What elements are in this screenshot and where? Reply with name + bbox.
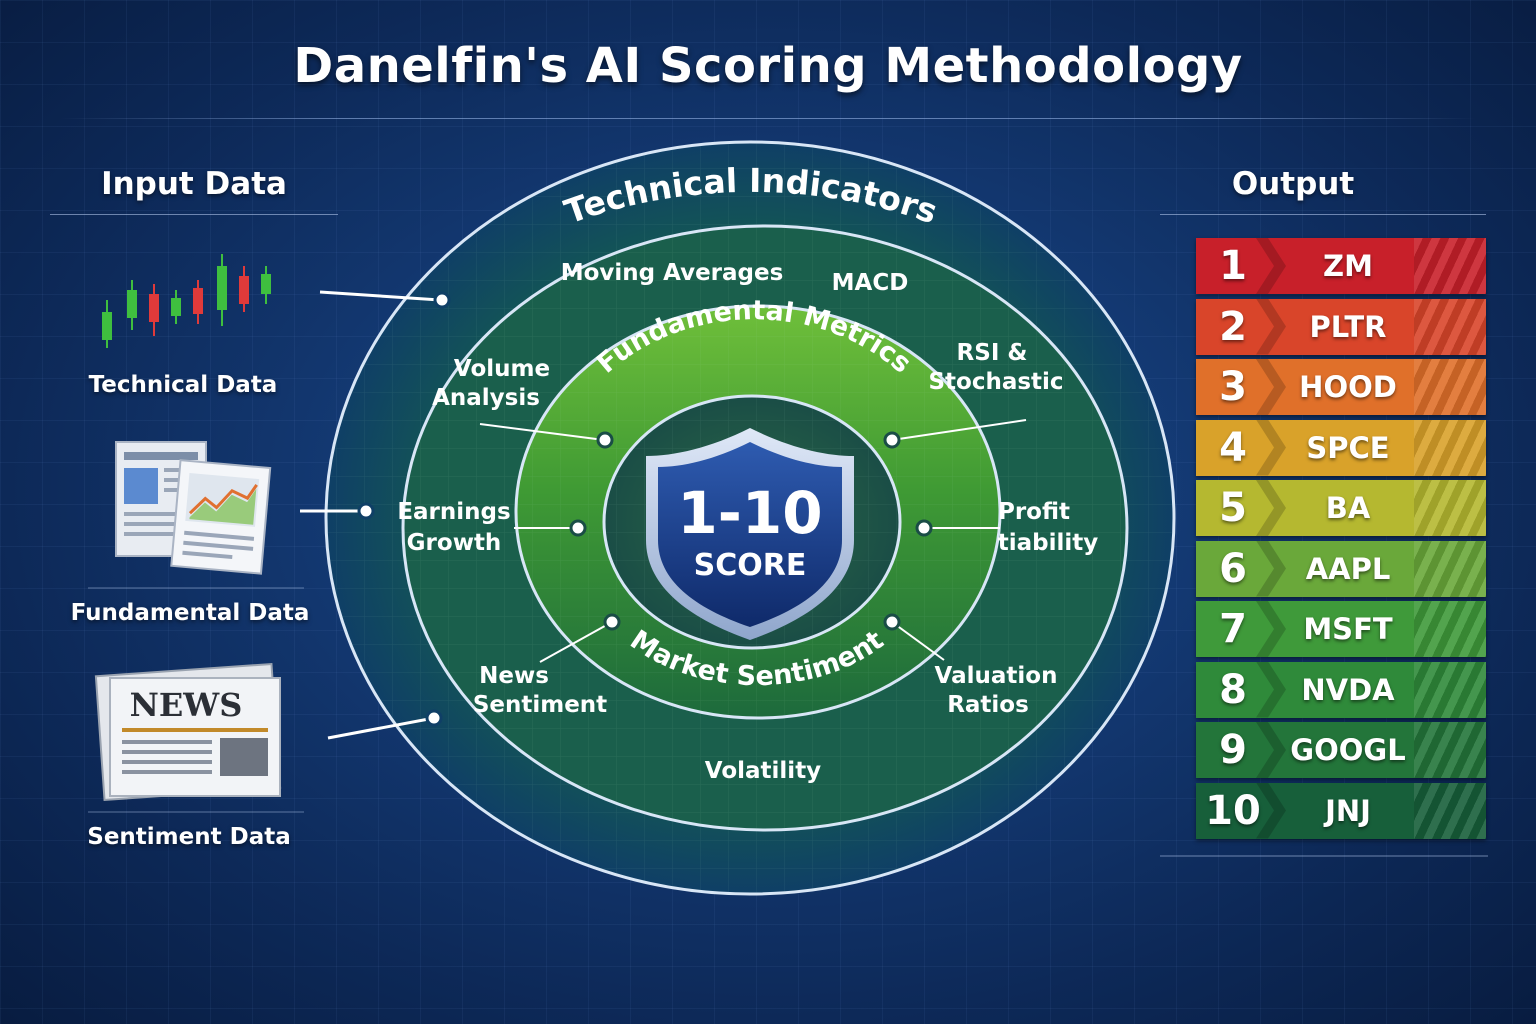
output-row: 2 PLTR: [1196, 298, 1486, 355]
valuation-ratios-label-line2: Ratios: [947, 692, 1029, 718]
output-ticker: SPCE: [1306, 430, 1390, 465]
output-row: 3 HOOD: [1196, 359, 1486, 415]
profitability-label-line1: Profit: [998, 499, 1070, 525]
earnings-growth-label-line2: Growth: [407, 530, 502, 556]
sentiment-data-label: Sentiment Data: [87, 824, 291, 850]
output-rank: 7: [1219, 606, 1247, 652]
output-rank: 6: [1219, 545, 1247, 592]
output-rank: 8: [1219, 666, 1247, 713]
output-row: 5 BA: [1196, 480, 1486, 536]
news-sentiment-label-line2: Sentiment: [473, 692, 607, 718]
output-heading: Output: [1231, 166, 1355, 202]
connector-dot: [883, 431, 901, 449]
page-title: Danelfin's AI Scoring Methodology: [293, 38, 1243, 94]
input-connector-dot: [433, 291, 451, 309]
valuation-ratios-label-line1: Valuation: [935, 663, 1058, 689]
output-rank: 10: [1205, 787, 1261, 834]
output-row: 10 JNJ: [1196, 782, 1486, 839]
output-rank: 5: [1219, 485, 1247, 531]
output-ticker: ZM: [1323, 249, 1373, 283]
output-ticker: GOOGL: [1290, 733, 1406, 767]
output-row: 8 NVDA: [1196, 661, 1486, 718]
output-ticker: NVDA: [1301, 672, 1395, 707]
output-divider: [1160, 214, 1486, 215]
input-connector-dot: [425, 709, 443, 727]
output-ticker: MSFT: [1303, 612, 1393, 646]
rsi-stochastic-label-line2: Stochastic: [928, 369, 1063, 395]
output-row: 6 AAPL: [1196, 540, 1486, 597]
newspaper-icon: NEWS: [94, 662, 282, 802]
technical-data-label: Technical Data: [88, 372, 278, 398]
financial-report-icon: [115, 441, 272, 575]
score-label: SCORE: [694, 548, 807, 583]
connector-dot: [915, 519, 933, 537]
moving-averages-label: Moving Averages: [561, 260, 784, 286]
connector-dot: [569, 519, 587, 537]
factor-connectors: [479, 419, 1027, 663]
output-ticker: JNJ: [1325, 793, 1371, 828]
connector-dots: [569, 431, 933, 631]
output-rank: 2: [1219, 303, 1247, 350]
news-sentiment-label-line1: News: [479, 663, 549, 689]
connector-dot: [883, 613, 901, 631]
earnings-growth-label-line1: Earnings: [397, 499, 510, 525]
profitability-label-line2: tiability: [998, 530, 1099, 556]
volatility-label: Volatility: [705, 758, 821, 784]
output-rank: 4: [1219, 424, 1247, 471]
title-divider: [60, 118, 1476, 119]
volume-analysis-label-line1: Volume: [454, 356, 550, 382]
output-row: 9 GOOGL: [1196, 722, 1486, 778]
score-shield-icon: [646, 428, 854, 640]
rsi-stochastic-label-line1: RSI &: [957, 340, 1028, 366]
input-connector-dot: [357, 502, 375, 520]
input-divider: [50, 214, 338, 215]
output-ticker: BA: [1325, 491, 1371, 525]
output-rank: 3: [1219, 364, 1247, 410]
output-row: 4 SPCE: [1196, 419, 1486, 476]
connector-dot: [596, 431, 614, 449]
score-range: 1-10: [677, 479, 822, 547]
connector-dot: [603, 613, 621, 631]
input-connectors: [300, 290, 441, 740]
output-ticker: PLTR: [1309, 309, 1387, 344]
fundamental-data-label: Fundamental Data: [70, 600, 310, 626]
output-rank: 9: [1219, 727, 1247, 773]
output-ticker: AAPL: [1305, 551, 1391, 586]
output-ticker: HOOD: [1299, 370, 1397, 404]
output-row: 1 ZM: [1196, 238, 1486, 294]
volume-analysis-label-line2: Analysis: [432, 385, 540, 411]
candlestick-chart-icon: [102, 254, 271, 348]
input-heading: Input Data: [101, 166, 287, 202]
macd-label: MACD: [832, 270, 909, 296]
news-masthead: NEWS: [130, 686, 243, 724]
output-row: 7 MSFT: [1196, 601, 1486, 657]
output-rank: 1: [1219, 243, 1247, 289]
